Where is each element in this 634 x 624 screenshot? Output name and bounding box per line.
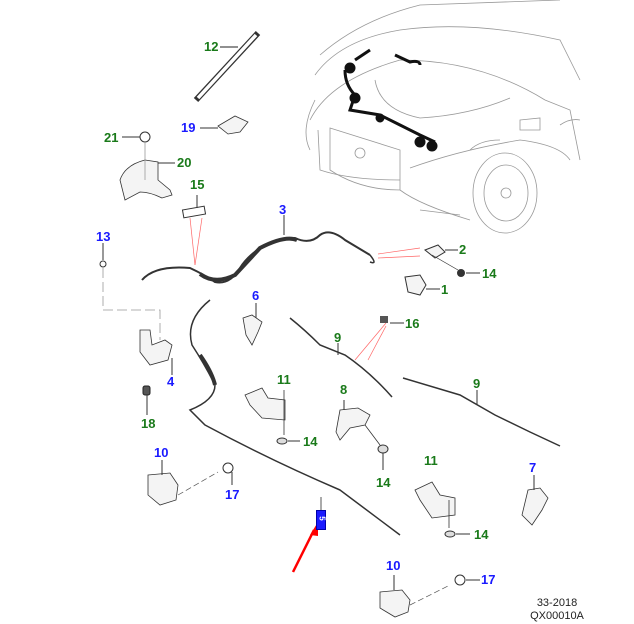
callout-19[interactable]: 19 xyxy=(181,120,196,135)
callout-7[interactable]: 7 xyxy=(529,460,537,475)
footer-code: 33-2018 xyxy=(536,597,578,609)
part-8-lever xyxy=(335,407,371,441)
part-6-bracket xyxy=(242,314,263,346)
callout-17b[interactable]: 17 xyxy=(481,572,496,587)
part-4-latch xyxy=(139,329,173,366)
callout-15[interactable]: 15 xyxy=(190,177,205,192)
callout-10b[interactable]: 10 xyxy=(386,558,401,573)
part-19-bracket xyxy=(217,115,249,135)
callout-10[interactable]: 10 xyxy=(154,445,169,460)
part-20-shield xyxy=(119,159,173,201)
callout-11[interactable]: 11 xyxy=(277,372,291,387)
callout-4[interactable]: 4 xyxy=(167,374,175,389)
highlighted-callout-5[interactable]: 5 xyxy=(316,510,327,530)
callout-1[interactable]: 1 xyxy=(441,282,449,297)
callout-14[interactable]: 14 xyxy=(482,266,497,281)
part-13-fastener xyxy=(99,243,161,340)
callout-8[interactable]: 8 xyxy=(340,382,348,397)
part-18-bumper xyxy=(142,385,151,396)
callout-2[interactable]: 2 xyxy=(459,242,467,257)
footer-ref: QX00010A xyxy=(530,610,584,622)
callout-21[interactable]: 21 xyxy=(104,130,119,145)
part-11-hinge-a xyxy=(244,387,286,421)
callout-14b[interactable]: 14 xyxy=(303,434,318,449)
callout-20[interactable]: 20 xyxy=(177,155,192,170)
part-10-latch-a xyxy=(147,472,179,506)
callout-18[interactable]: 18 xyxy=(141,416,156,431)
part-1-switch xyxy=(404,274,427,296)
callout-17[interactable]: 17 xyxy=(225,487,240,502)
callout-13[interactable]: 13 xyxy=(96,229,111,244)
callout-11b[interactable]: 11 xyxy=(424,453,438,468)
callout-14c[interactable]: 14 xyxy=(376,475,391,490)
callout-9[interactable]: 9 xyxy=(334,330,342,345)
part-10-latch-b xyxy=(379,589,411,618)
callout-12[interactable]: 12 xyxy=(204,39,219,54)
callout-16[interactable]: 16 xyxy=(405,316,420,331)
callout-9b[interactable]: 9 xyxy=(473,376,481,391)
part-2-sensor xyxy=(424,244,446,259)
part-9-cable-a xyxy=(289,317,393,398)
part-11-hinge-b xyxy=(414,481,456,519)
engine-harness xyxy=(343,48,438,152)
part-7-bracket xyxy=(521,487,549,526)
red-arrow xyxy=(291,529,316,573)
part-3-cable xyxy=(141,231,375,284)
callout-14d[interactable]: 14 xyxy=(474,527,489,542)
callout-3[interactable]: 3 xyxy=(279,202,287,217)
part-5-cable xyxy=(188,299,401,536)
part-15-clip xyxy=(181,205,207,219)
part-9-cable-b xyxy=(402,377,561,447)
part-12-strut xyxy=(193,30,261,103)
vehicle-outline xyxy=(305,0,581,234)
callout-6[interactable]: 6 xyxy=(252,288,260,303)
highlighted-callout-label: 5 xyxy=(317,516,327,521)
